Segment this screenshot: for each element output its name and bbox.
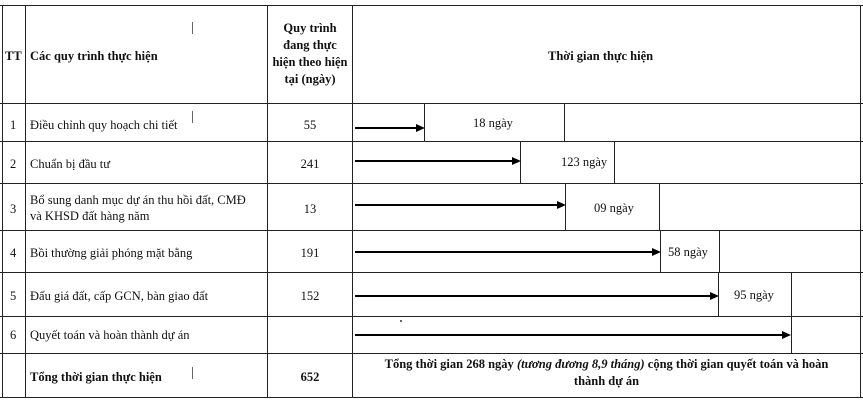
row-number: 1 [10,118,17,132]
total-label: Tổng thời gian thực hiện [30,370,162,384]
row-process: Đấu giá đất, cấp GCN, bàn giao đất [30,289,209,303]
row-current-days: 191 [300,246,320,260]
total-note: Tổng thời gian 268 ngày (tương đương 8,9… [353,357,860,372]
row-number: 2 [10,157,17,171]
row-current-days: 241 [300,157,320,171]
arrow-head-icon [652,248,661,256]
row-number: 4 [10,246,17,260]
total-days: 652 [300,370,320,384]
arrow-head-icon [416,124,425,132]
header-current-days-line: tại (ngày) [284,72,336,86]
row-divider [0,272,863,274]
total-note-line2: thành dự án [573,374,640,388]
row-current-days: 55 [303,118,317,132]
total-note-text: cộng thời gian quyết toán và hoàn [644,357,829,371]
gantt-duration-label: 123 ngày [561,155,608,169]
header-current-days-line: Quy trình [283,21,337,35]
header-timeline: Thời gian thực hiện [548,49,654,63]
row-process: Bổ sung danh mục dự án thu hồi đất, CMĐ [30,193,246,207]
row-divider [0,316,863,318]
row-process: Bồi thường giải phóng mặt bằng [30,246,193,260]
row-divider [0,230,863,232]
table-left-border [2,5,4,398]
timeline-arrow-line [355,160,514,162]
gantt-duration-label: 18 ngày [473,116,513,130]
total-note-italic: (tương đương 8,9 tháng) [516,357,645,371]
timeline-arrow-line [355,127,418,129]
arrow-head-icon [557,201,566,209]
table-right-border [860,5,862,398]
gantt-box-step-3: 09 ngày [565,183,660,231]
row-divider [0,353,863,355]
gantt-box-step-5: 95 ngày [718,272,792,317]
gantt-box-step-4: 58 ngày [660,230,720,273]
table-top-border [0,5,863,7]
row-process: và KHSD đất hàng năm [30,209,150,223]
total-note-text: Tổng thời gian 268 ngày [384,357,517,371]
row-current-days: 152 [300,289,320,303]
timeline-arrow-line [355,204,559,206]
row-divider [0,183,863,185]
header-current-days-line: hiện theo hiện [272,55,348,69]
scan-mark [192,367,193,379]
gantt-box-step-1: 18 ngày [424,103,565,142]
column-divider [267,5,269,398]
gantt-duration-label: 95 ngày [734,288,774,302]
header-current-days-line: đang thực [283,38,337,52]
table-bottom-border [0,397,863,399]
scan-mark [192,22,193,34]
timeline-arrow-line [355,334,784,336]
gantt-box-step-2: 123 ngày [520,141,615,184]
header-process: Các quy trình thực hiện [30,49,158,63]
header-tt: TT [5,49,22,63]
row-number: 3 [10,202,17,216]
row-process: Điều chỉnh quy hoạch chi tiết [30,118,178,132]
timeline-end-marker [791,316,793,354]
gantt-duration-label: 09 ngày [594,201,634,215]
arrow-head-icon [512,157,521,165]
scan-mark [400,320,402,322]
gantt-duration-label: 58 ngày [668,245,708,259]
row-number: 6 [10,328,17,342]
scan-mark [192,111,193,123]
arrow-head-icon [710,292,719,300]
timeline-arrow-line [355,295,712,297]
row-process: Chuẩn bị đầu tư [30,157,111,171]
timeline-arrow-line [355,251,654,253]
column-divider [352,5,354,398]
header-current-days: Quy trình đang thực hiện theo hiện tại (… [268,20,352,88]
row-process: Quyết toán và hoàn thành dự án [30,328,190,342]
arrow-head-icon [782,331,791,339]
row-number: 5 [10,289,17,303]
column-divider [25,5,27,398]
row-current-days: 13 [303,202,317,216]
